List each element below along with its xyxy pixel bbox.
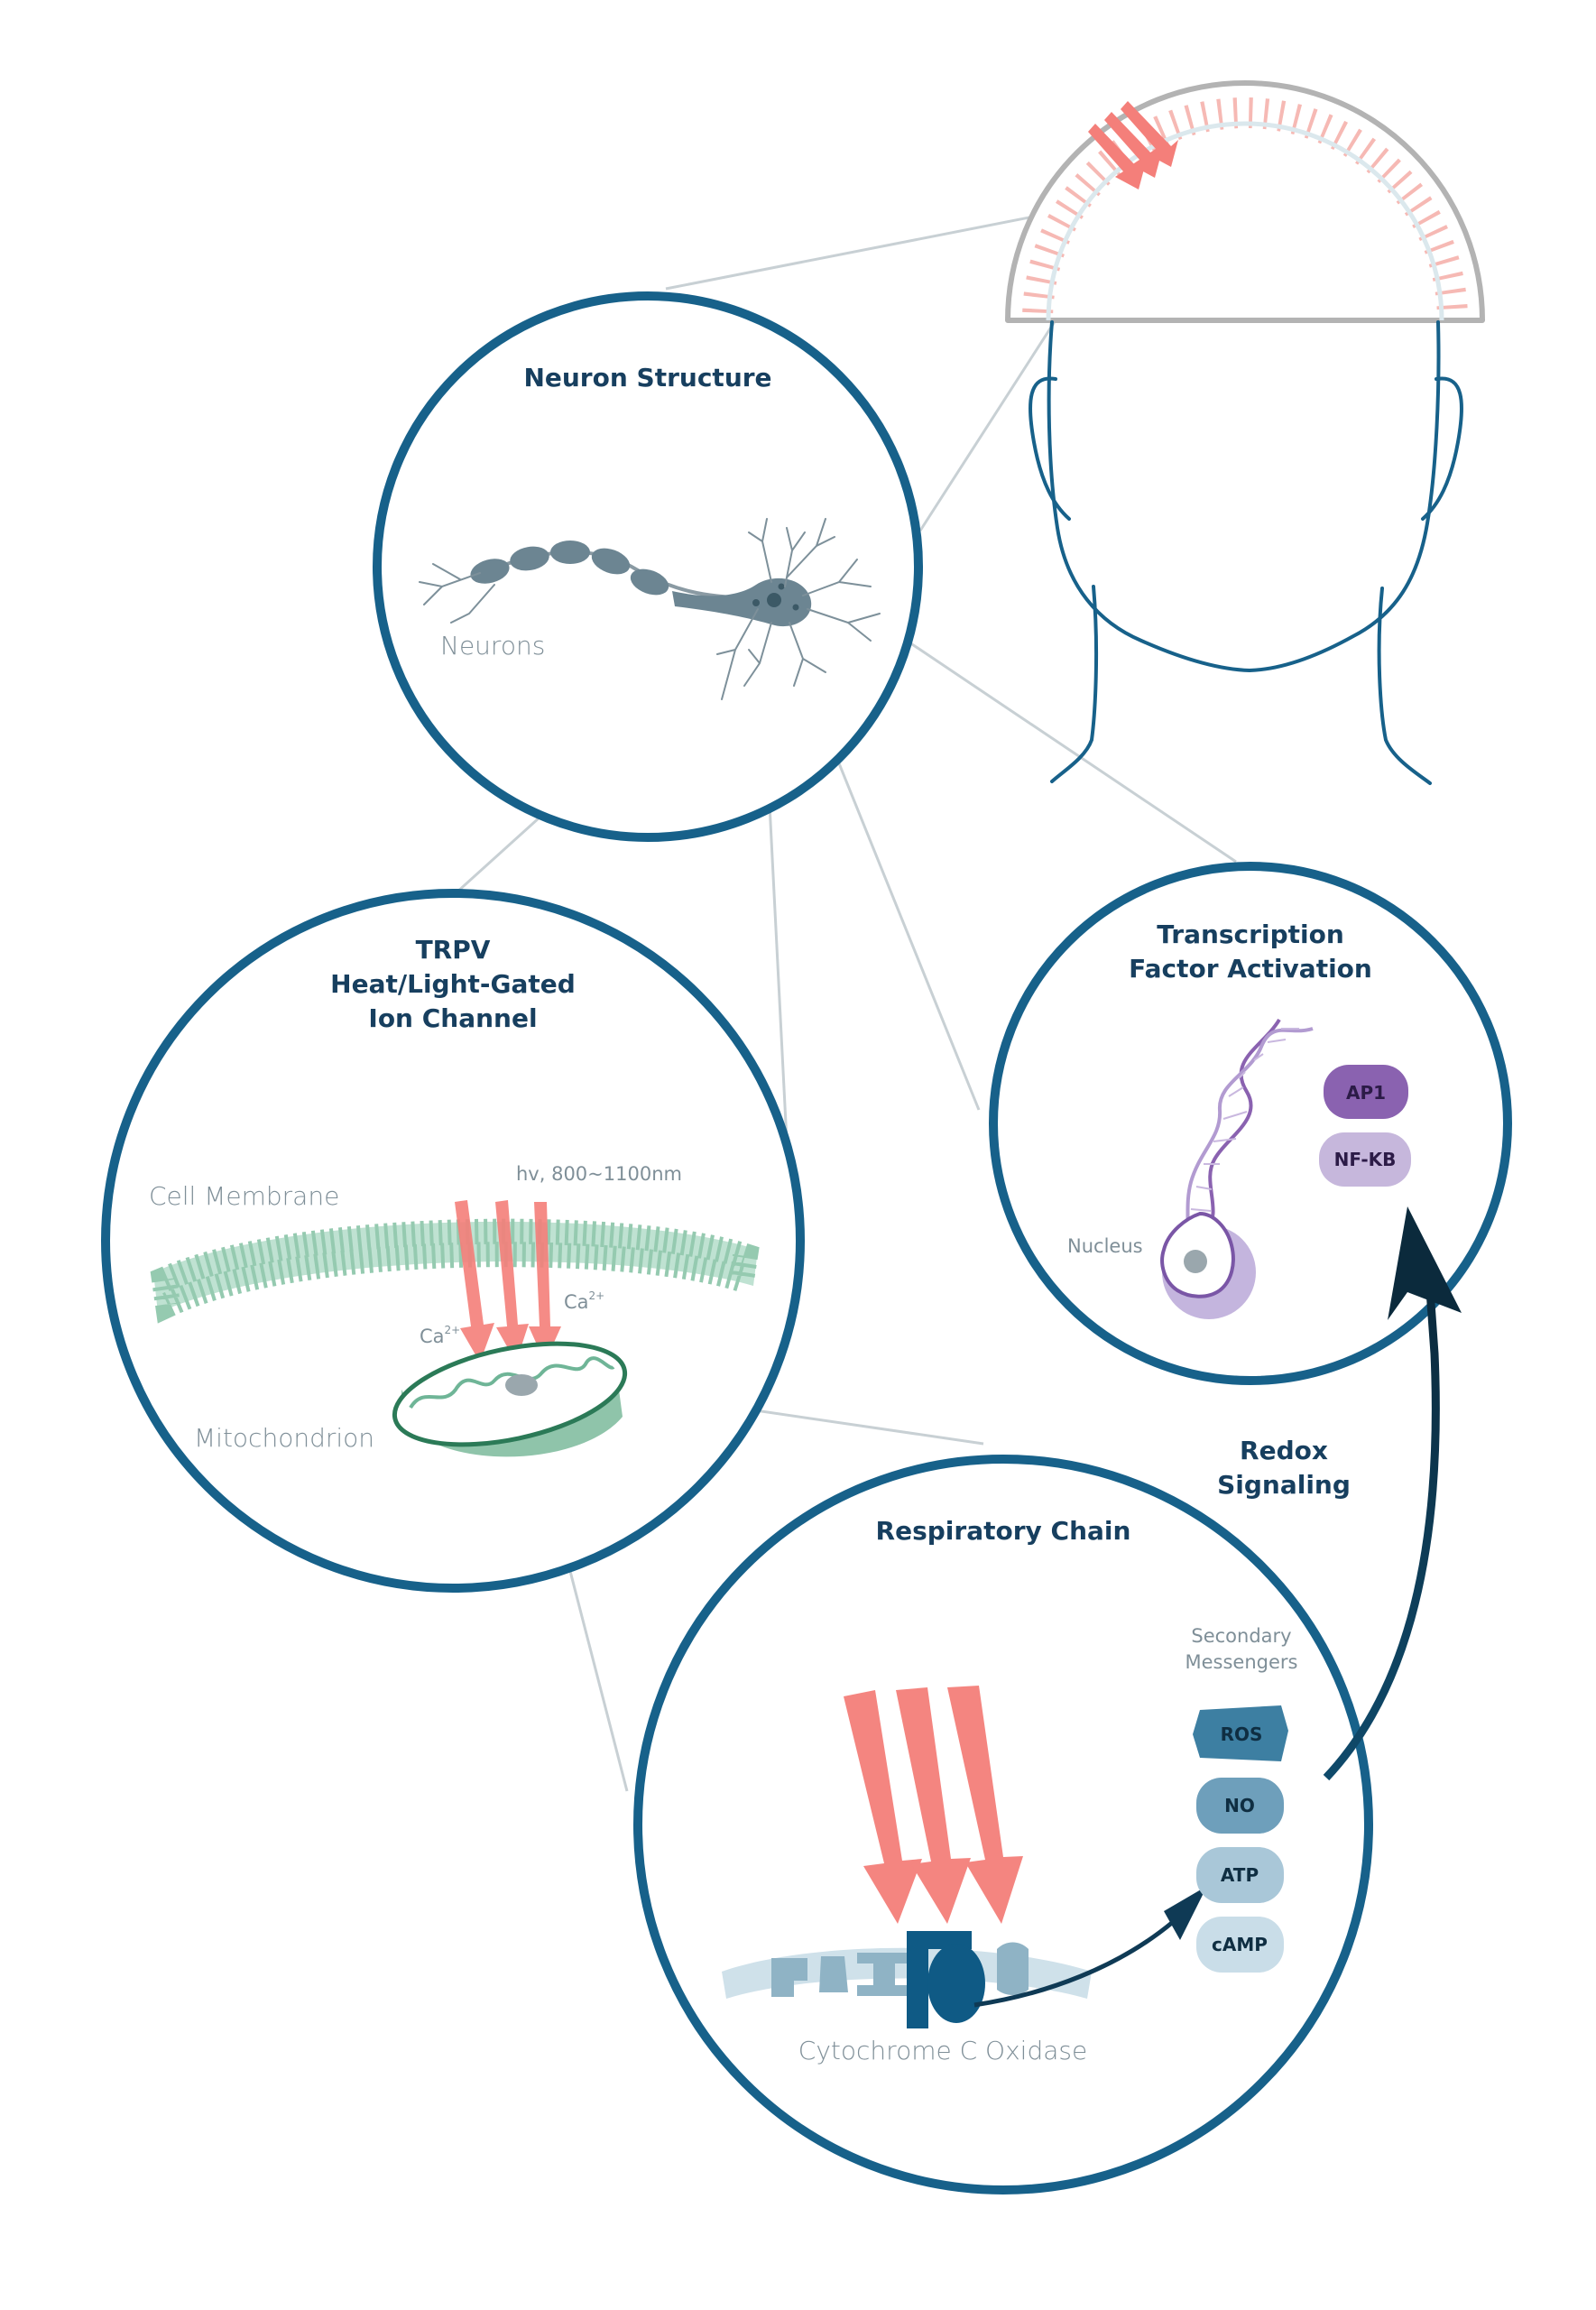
messenger-atp: ATP [1196,1847,1284,1903]
calcium-label-left: Ca2+ [420,1324,460,1347]
nucleus [1160,1211,1256,1319]
neuron-circle-border [373,291,923,842]
transcription-circle-border [989,862,1512,1385]
respiratory-title: Respiratory Chain [876,1516,1131,1546]
face-outline [1029,320,1463,785]
mitochondrion [392,1341,628,1457]
mitochondrion-label: Mitochondrion [194,1423,374,1453]
respiratory-circle-border [633,1455,1373,2194]
trpv-title-line-3: Ion Channel [368,1003,537,1033]
respiratory-panel: Respiratory Chain Cytochrome C Oxidase S… [633,1455,1373,2194]
cytochrome-c-oxidase [907,1931,985,2028]
factor-nfkb: NF-KB [1319,1132,1411,1187]
trpv-panel: TRPV Heat/Light-Gated Ion Channel Cell M… [101,889,805,1593]
atp-label: ATP [1221,1864,1259,1886]
helmet-emitters [1022,97,1468,320]
messenger-camp: cAMP [1196,1917,1284,1973]
neuron-illustration [419,518,881,700]
inner-membrane [722,1931,1092,2028]
cytochrome-label: Cytochrome C Oxidase [798,2036,1087,2065]
camp-label: cAMP [1212,1934,1268,1955]
nucleus-label: Nucleus [1067,1235,1143,1257]
helmet [1005,80,1485,323]
ap1-label: AP1 [1346,1082,1386,1104]
secondary-messengers-line-2: Messengers [1185,1651,1298,1673]
redox-label-line-1: Redox [1240,1436,1328,1465]
calcium-label-right: Ca2+ [564,1289,604,1313]
transcription-title-line-2: Factor Activation [1129,954,1372,984]
transcription-panel: Transcription Factor Activation [989,862,1512,1385]
oxidase-arrow-head [1164,1886,1207,1940]
helmet-light-arrows [1088,101,1178,189]
redox-label-line-2: Signaling [1217,1470,1351,1500]
head-illustration [1005,80,1485,785]
transcription-title-line-1: Transcription [1157,919,1344,949]
no-label: NO [1224,1795,1255,1816]
cell-membrane-label: Cell Membrane [149,1181,339,1211]
neuron-structure-panel: Neuron Structure [373,291,923,842]
redox-signaling-arrow [1323,1206,1462,1781]
oxidase-to-messengers-arrow [973,1920,1175,2008]
neuron-structure-title: Neuron Structure [523,363,771,393]
trpv-light-arrows [455,1200,561,1363]
messenger-ros: ROS [1193,1705,1288,1761]
neurons-label: Neurons [440,631,545,661]
messenger-no: NO [1196,1778,1284,1834]
trpv-title-line-1: TRPV [416,935,491,965]
dna-helix [1180,1018,1314,1247]
factor-ap1: AP1 [1324,1065,1408,1119]
ros-label: ROS [1221,1723,1263,1745]
respiratory-light-arrows [844,1686,1023,1924]
wavelength-label: hv, 800~1100nm [516,1163,682,1185]
trpv-title-line-2: Heat/Light-Gated [330,969,576,999]
nfkb-label: NF-KB [1334,1149,1397,1170]
cell-membrane [150,1218,760,1324]
secondary-messengers-line-1: Secondary [1191,1625,1291,1647]
